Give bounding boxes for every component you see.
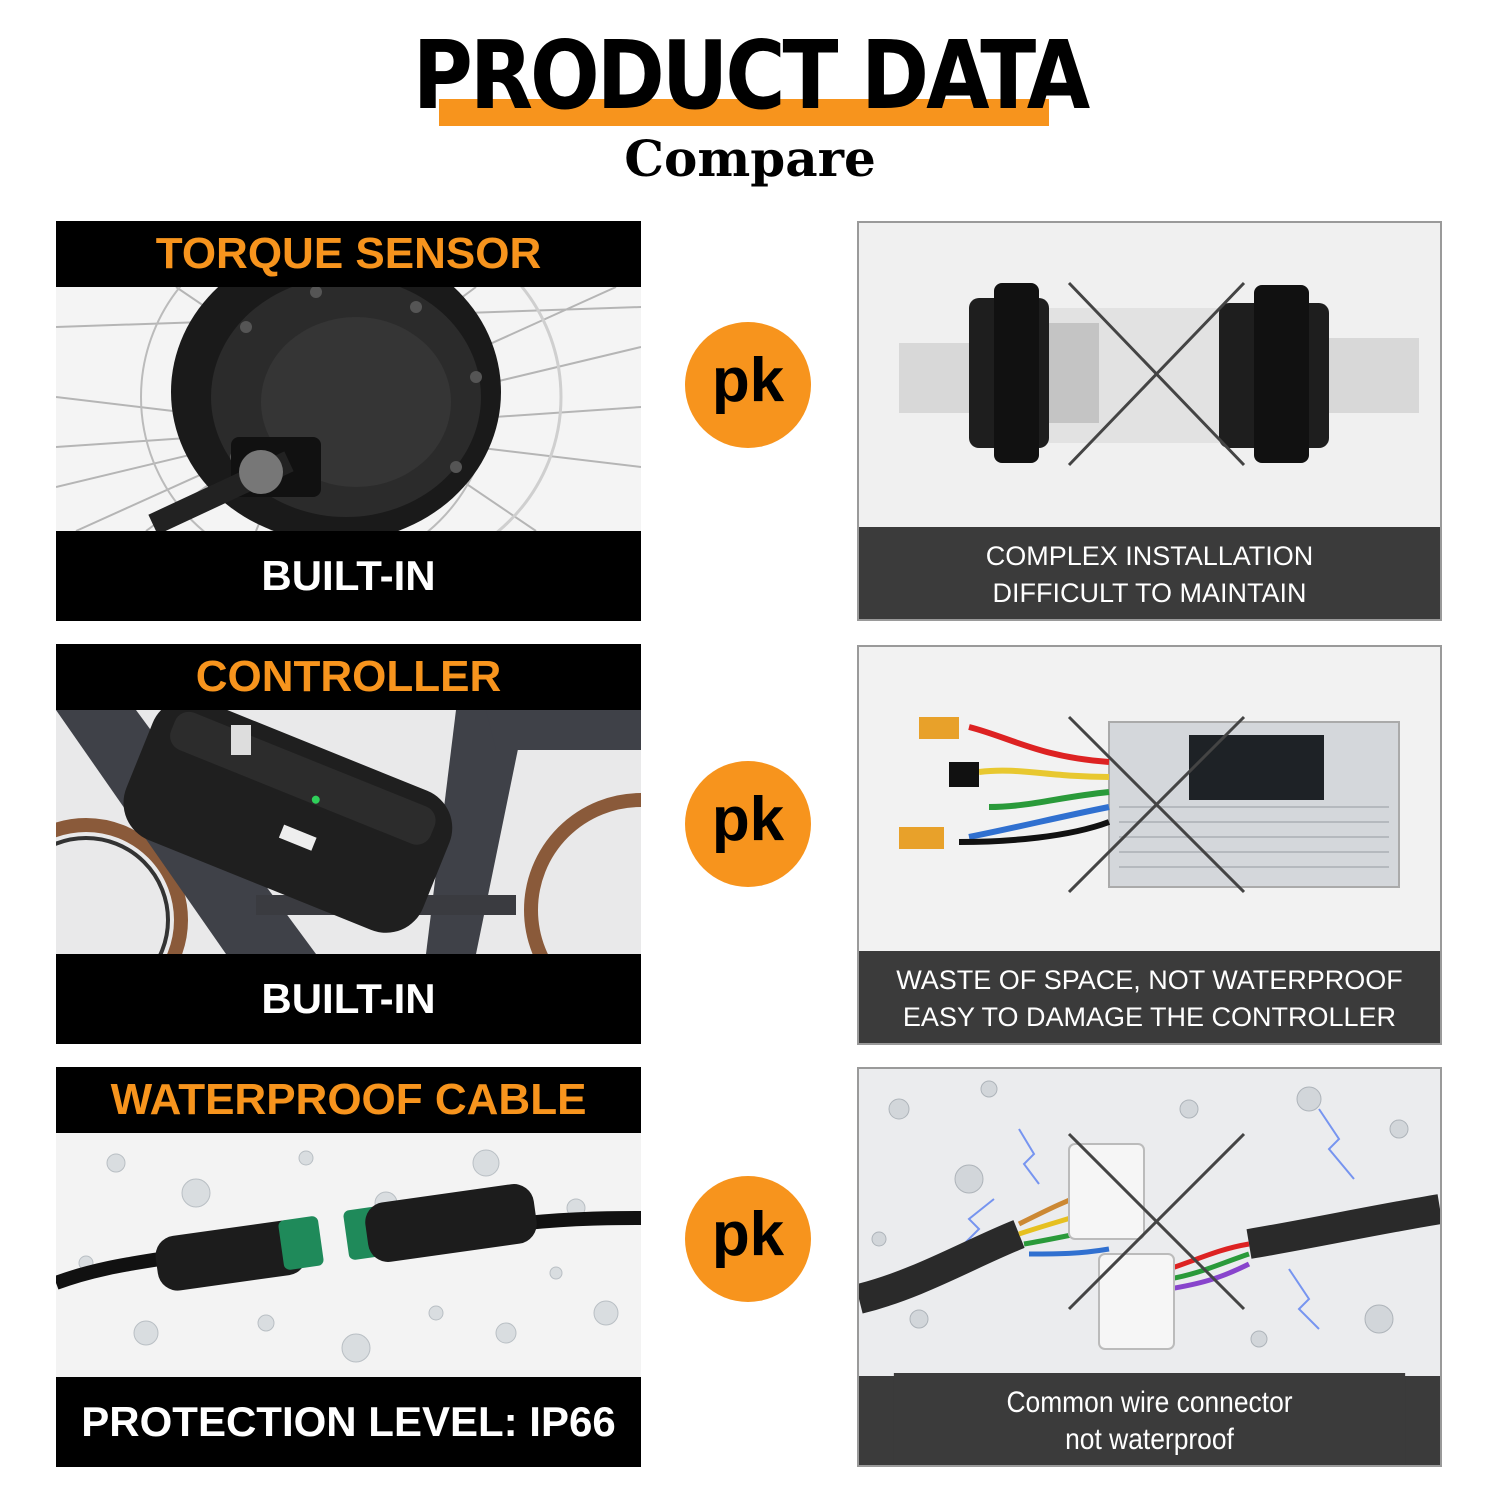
torque-sensor-panel: TORQUE SENSOR BUILT-IN [56, 221, 641, 621]
external-controller-footer-line-1: WASTE OF SPACE, NOT WATERPROOF [896, 965, 1403, 995]
waterproof-connector-photo [56, 1133, 641, 1377]
hub-motor-photo [56, 287, 641, 531]
page-title: PRODUCT DATA [412, 21, 1090, 132]
bottom-bracket-photo [859, 223, 1440, 530]
common-connector-footer-line-1: Common wire connector [1006, 1386, 1293, 1419]
pk-badge: pk [685, 1176, 811, 1302]
title-underline-bar [439, 99, 1049, 126]
common-connector-footer: Common wire connector not waterproof [893, 1373, 1406, 1465]
common-connector-photo [859, 1069, 1440, 1376]
common-connector-panel: Common wire connector not waterproof [857, 1067, 1442, 1467]
torque-sensor-footer: BUILT-IN [56, 531, 641, 621]
header: PRODUCT DATA Compare [0, 0, 1500, 210]
external-sensor-panel: COMPLEX INSTALLATION DIFFICULT TO MAINTA… [857, 221, 1442, 621]
external-sensor-footer: COMPLEX INSTALLATION DIFFICULT TO MAINTA… [859, 527, 1440, 619]
pk-badge: pk [685, 761, 811, 887]
common-connector-footer-line-2: not waterproof [1065, 1423, 1234, 1456]
waterproof-cable-footer: PROTECTION LEVEL: IP66 [56, 1377, 641, 1467]
external-controller-footer-line-2: EASY TO DAMAGE THE CONTROLLER [902, 1002, 1397, 1032]
controller-footer: BUILT-IN [56, 954, 641, 1044]
page-subtitle: Compare [624, 129, 876, 188]
external-controller-panel: WASTE OF SPACE, NOT WATERPROOF EASY TO D… [857, 645, 1442, 1045]
torque-sensor-heading: TORQUE SENSOR [56, 221, 641, 287]
external-controller-footer: WASTE OF SPACE, NOT WATERPROOF EASY TO D… [859, 951, 1440, 1043]
external-sensor-footer-line-1: COMPLEX INSTALLATION [985, 541, 1314, 571]
controller-heading: CONTROLLER [56, 644, 641, 710]
external-sensor-footer-line-2: DIFFICULT TO MAINTAIN [992, 578, 1307, 608]
waterproof-cable-panel: WATERPROOF CABLE PROTECTION LEVEL: IP66 [56, 1067, 641, 1467]
pk-badge: pk [685, 322, 811, 448]
waterproof-cable-heading: WATERPROOF CABLE [56, 1067, 641, 1133]
controller-panel: CONTROLLER BUILT-IN [56, 644, 641, 1044]
integrated-battery-photo [56, 710, 641, 954]
external-controller-photo [859, 647, 1440, 954]
